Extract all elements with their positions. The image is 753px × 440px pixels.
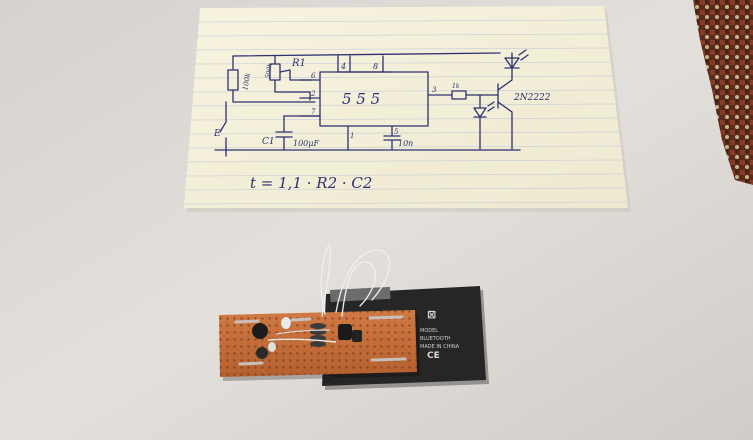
- svg-text:CE: CE: [427, 351, 440, 361]
- svg-text:R1: R1: [291, 58, 306, 69]
- module-label-model: MODEL: [420, 328, 438, 334]
- module-label-bluetooth: BLUETOOTH: [420, 336, 451, 342]
- capacitor-c1: [275, 115, 293, 151]
- svg-text:6: 6: [311, 72, 316, 80]
- svg-text:100k: 100k: [241, 72, 252, 91]
- schematic-paper: [184, 6, 631, 212]
- timing-formula: t = 1,1 · R2 · C2: [250, 174, 372, 192]
- carpet-edge: [693, 0, 753, 185]
- component-capacitor: [252, 323, 268, 339]
- svg-text:C1: C1: [262, 137, 275, 147]
- svg-text:100μF: 100μF: [293, 139, 319, 148]
- svg-text:4: 4: [340, 62, 346, 71]
- wire-leads: [320, 244, 391, 317]
- potentiometer-r1: [269, 55, 313, 101]
- svg-text:⊠: ⊠: [427, 308, 436, 321]
- schematic-drawing: 5 5 5 4 8 100k R1 500k 6 2 7 E C1 100μF …: [213, 49, 551, 192]
- svg-text:5: 5: [394, 128, 399, 136]
- component-transistor: [338, 324, 352, 340]
- resistor-100k: [227, 55, 316, 103]
- svg-text:10n: 10n: [398, 139, 413, 148]
- led-bottom: [473, 94, 487, 151]
- led-top: [504, 57, 520, 69]
- svg-text:7: 7: [311, 108, 316, 116]
- svg-text:2: 2: [310, 90, 316, 98]
- transistor-2n2222: [497, 52, 513, 151]
- module-label-made: MADE IN CHINA: [420, 344, 460, 350]
- svg-text:8: 8: [373, 62, 378, 71]
- ic-555-label: 5 5 5: [342, 90, 380, 108]
- svg-text:1k: 1k: [452, 83, 460, 90]
- switch: [219, 101, 227, 157]
- svg-text:3: 3: [432, 86, 437, 94]
- capacitor-10n: [383, 125, 401, 151]
- perfboard: [219, 310, 420, 382]
- vcc-rail: [232, 52, 501, 57]
- svg-text:E: E: [213, 129, 221, 139]
- svg-text:500k: 500k: [264, 63, 274, 79]
- svg-text:1: 1: [350, 132, 354, 140]
- svg-text:2N2222: 2N2222: [513, 93, 551, 103]
